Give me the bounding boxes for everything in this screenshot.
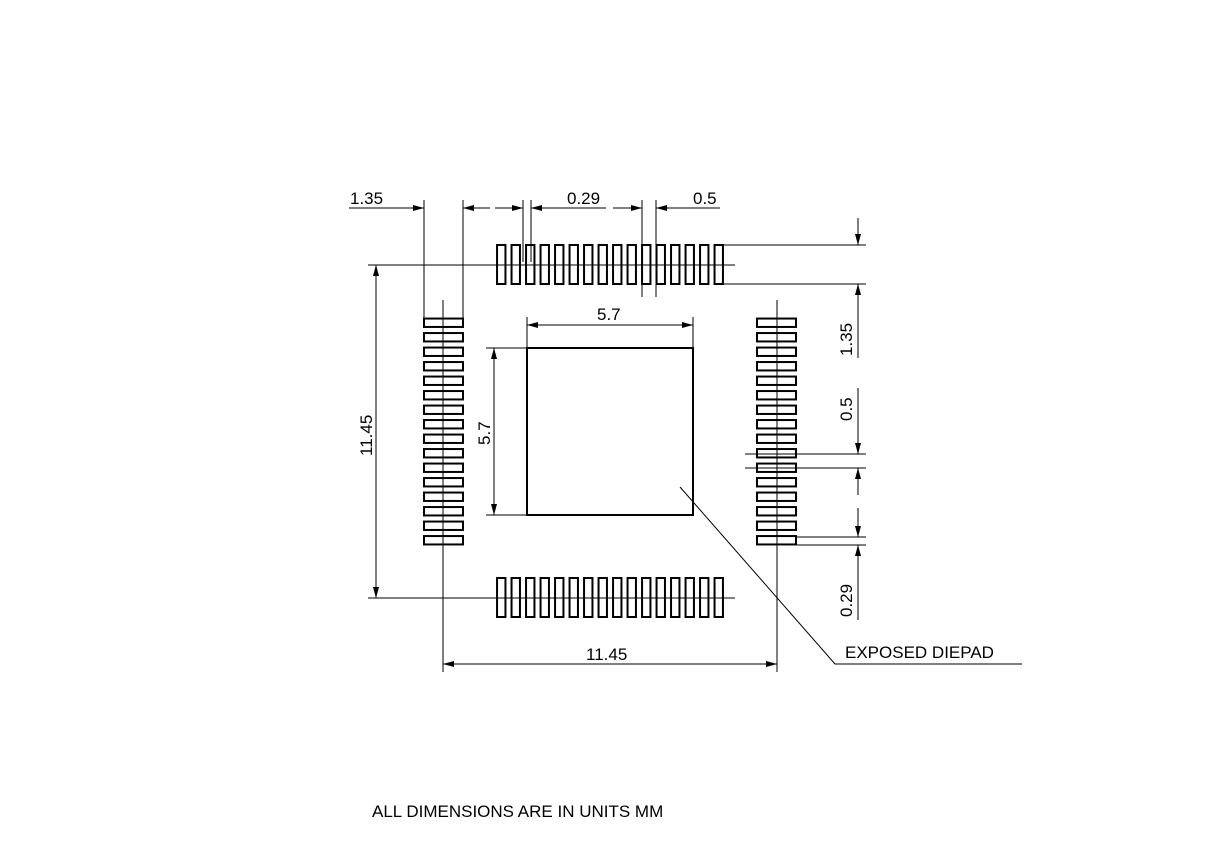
dim-label: 0.29 <box>837 584 856 617</box>
dim-pad-width-right: 0.29 <box>796 508 866 620</box>
dim-pad-length-right: 1.35 <box>724 218 866 358</box>
dim-die-height: 5.7 <box>475 347 527 516</box>
dim-die-width: 5.7 <box>526 305 694 348</box>
dim-label: 11.45 <box>357 415 376 456</box>
dim-pad-width-top: 0.29 <box>495 189 606 262</box>
dim-pitch-top: 0.5 <box>613 189 720 297</box>
dim-label: 0.5 <box>693 189 717 208</box>
exposed-diepad <box>526 347 694 516</box>
dim-label: 0.29 <box>567 189 600 208</box>
dim-pitch-right: 0.5 <box>745 388 866 495</box>
dim-label: 1.35 <box>837 323 856 356</box>
units-note: ALL DIMENSIONS ARE IN UNITS MM <box>372 802 663 821</box>
dim-label: 11.45 <box>586 645 627 664</box>
dim-label: 5.7 <box>597 305 621 324</box>
diepad-callout: EXPOSED DIEPAD <box>679 486 1022 665</box>
dim-label: 0.5 <box>837 397 856 421</box>
dim-label: 5.7 <box>475 421 494 445</box>
callout-label: EXPOSED DIEPAD <box>845 643 994 662</box>
dim-label: 1.35 <box>350 189 383 208</box>
dim-pad-length-top: 1.35 <box>349 189 490 318</box>
dim-span-vertical: 11.45 <box>357 265 379 598</box>
dim-span-horizontal: 11.45 <box>443 645 777 667</box>
